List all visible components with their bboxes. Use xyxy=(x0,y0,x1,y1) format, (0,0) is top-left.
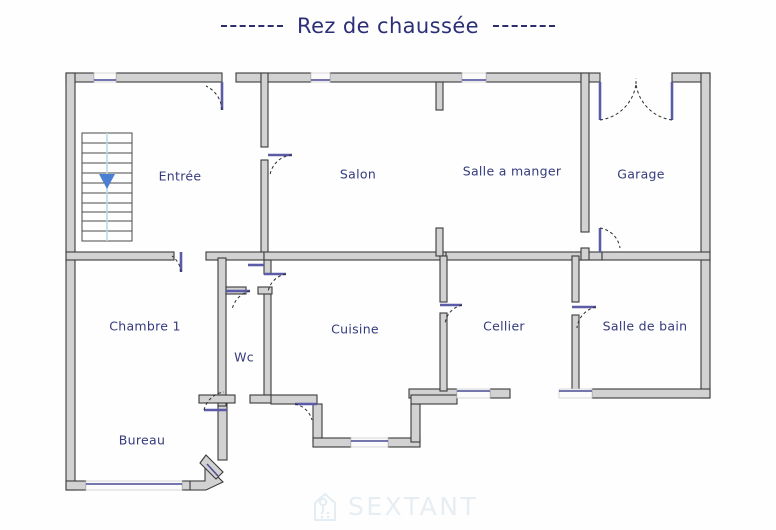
door-garage-main xyxy=(598,78,674,121)
wall-chambre1-wc xyxy=(217,257,227,407)
room-label-chambre-1: Chambre 1 xyxy=(109,318,181,334)
door-wc xyxy=(226,289,251,311)
stair-direction-arrow xyxy=(99,174,115,189)
wall-wc-right xyxy=(263,259,272,396)
room-label-wc: Wc xyxy=(234,349,254,365)
room-label-cuisine: Cuisine xyxy=(331,321,379,337)
door-entree-top xyxy=(205,82,224,111)
wall-exterior-top xyxy=(65,72,711,83)
watermark-brand: SEXTANT xyxy=(348,491,479,521)
page-title: Rez de chaussée xyxy=(297,14,479,38)
wall-cuisine-bottom-bay xyxy=(270,394,458,448)
staircase-entree xyxy=(81,132,133,242)
wall-salon-salleamanger-top xyxy=(435,81,444,111)
house-tag-icon xyxy=(314,492,336,521)
door-cuisine-cellier xyxy=(440,303,463,325)
wall-entree-salon xyxy=(260,72,269,256)
door-garage-interior xyxy=(598,227,621,252)
wall-wc-top2 xyxy=(257,286,273,295)
door-entree-salon xyxy=(268,153,293,176)
plan-title-bar: Rez de chaussée xyxy=(0,14,776,38)
door-bureau xyxy=(203,391,227,412)
wall-cellier-salledebain xyxy=(571,255,580,393)
door-cuisine-bay xyxy=(294,402,317,421)
wall-salon-salleamanger-bottom xyxy=(435,227,444,257)
room-label-garage: Garage xyxy=(617,166,665,182)
room-label-salle-a-manger: Salle a manger xyxy=(462,163,562,179)
wall-exterior-left xyxy=(65,72,76,491)
wall-bureau-chamfer xyxy=(189,403,228,491)
wall-cuisine-cellier xyxy=(439,255,448,392)
wall-salleamanger-garage xyxy=(580,72,590,261)
wall-mid-horizontal xyxy=(65,251,711,261)
room-label-salon: Salon xyxy=(339,166,377,182)
wall-exterior-right xyxy=(700,72,711,399)
door-cellier-salledebain xyxy=(572,305,597,329)
title-dash-left xyxy=(221,25,284,27)
windows xyxy=(85,72,593,491)
sextant-watermark: SEXTANT xyxy=(310,489,478,523)
door-entree-chambre xyxy=(171,252,183,273)
room-label-entree: Entrée xyxy=(158,168,202,184)
room-label-bureau: Bureau xyxy=(118,432,166,448)
door-salon-cuisine xyxy=(264,272,287,293)
room-label-cellier: Cellier xyxy=(483,318,525,334)
room-label-salle-de-bain: Salle de bain xyxy=(602,318,688,334)
title-dash-right xyxy=(492,25,555,27)
